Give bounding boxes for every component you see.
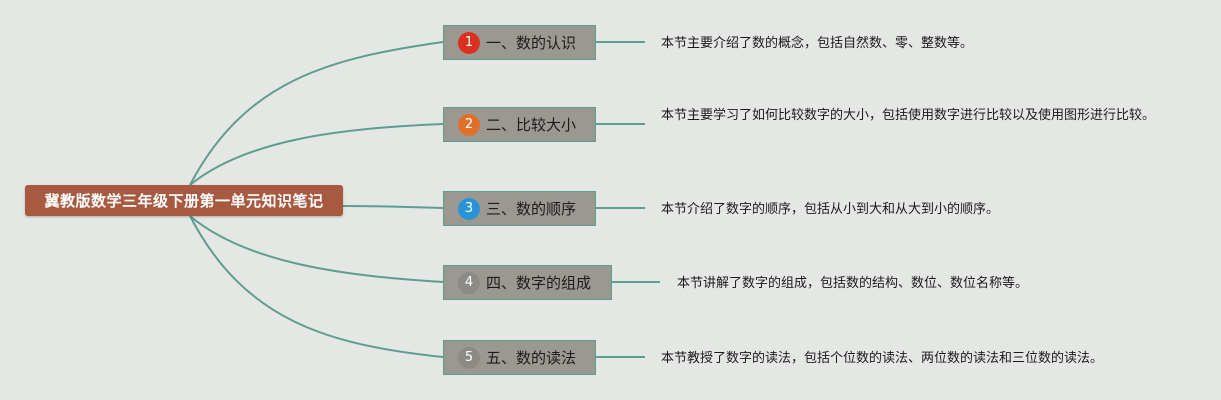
branch-topic-label: 四、数字的组成: [486, 274, 592, 292]
root-topic-label: 冀教版数学三年级下册第一单元知识笔记: [44, 192, 324, 210]
branch-2-description[interactable]: 本节主要学习了如何比较数字的大小，包括使用数字进行比较以及使用图形进行比较。: [661, 108, 1156, 123]
branch-4-description[interactable]: 本节讲解了数字的组成，包括数的结构、数位、数位名称等。: [677, 276, 1029, 291]
branch-topic-label: 一、数的认识: [486, 34, 577, 52]
branch-1-description[interactable]: 本节主要介绍了数的概念，包括自然数、零、整数等。: [661, 36, 974, 51]
branch-topic-2[interactable]: 2 二、比较大小: [443, 107, 596, 142]
branch-topic-3[interactable]: 3 三、数的顺序: [443, 191, 596, 226]
priority-marker-icon: 5: [458, 346, 480, 369]
branch-5-description[interactable]: 本节教授了数字的读法，包括个位数的读法、两位数的读法和三位数的读法。: [661, 351, 1104, 366]
priority-marker-icon: 3: [458, 197, 480, 220]
root-to-branch-3-connector: [342, 205, 444, 209]
root-to-branch-2-connector: [189, 123, 444, 186]
root-to-branch-5-connector: [189, 215, 444, 358]
priority-marker-icon: 1: [458, 31, 480, 54]
priority-marker-icon: 2: [458, 113, 480, 136]
branch-topic-label: 二、比较大小: [486, 116, 577, 134]
priority-marker-icon: 4: [458, 271, 480, 294]
root-topic[interactable]: 冀教版数学三年级下册第一单元知识笔记: [25, 185, 343, 216]
branch-topic-label: 五、数的读法: [486, 349, 577, 367]
root-to-branch-1-connector: [189, 41, 444, 186]
branch-topic-label: 三、数的顺序: [486, 200, 577, 218]
branch-topic-4[interactable]: 4 四、数字的组成: [443, 265, 612, 300]
branch-topic-5[interactable]: 5 五、数的读法: [443, 340, 596, 375]
branch-topic-1[interactable]: 1 一、数的认识: [443, 25, 596, 60]
branch-3-description[interactable]: 本节介绍了数字的顺序，包括从小到大和从大到小的顺序。: [661, 202, 1000, 217]
root-to-branch-4-connector: [189, 215, 444, 283]
